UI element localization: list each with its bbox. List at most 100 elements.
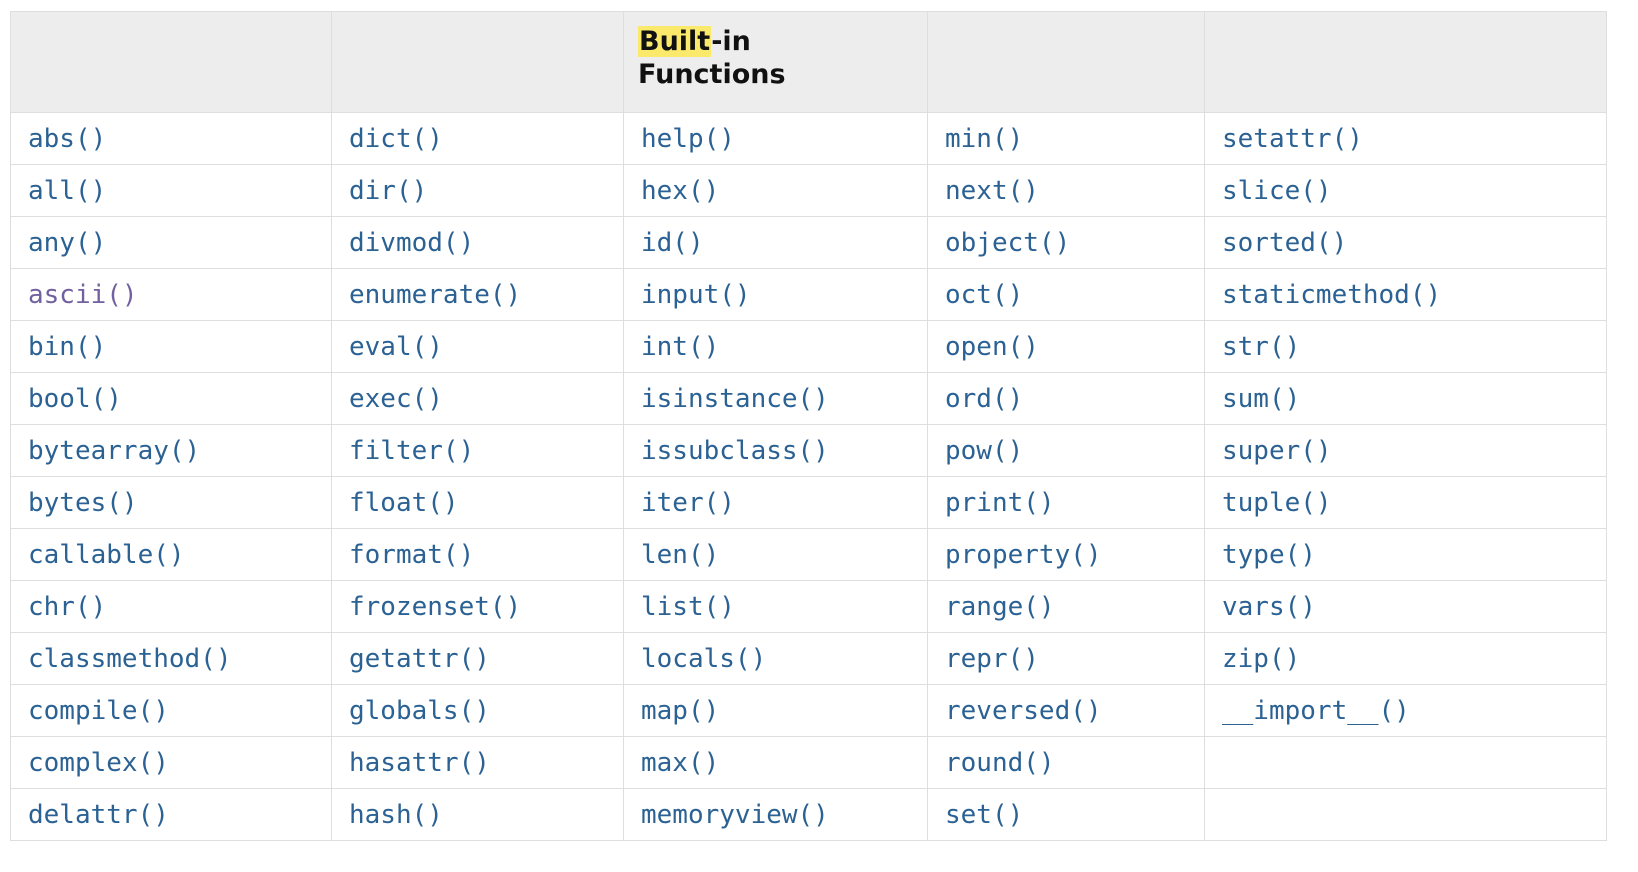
function-link[interactable]: hex() <box>641 175 720 206</box>
function-link[interactable]: format() <box>349 539 475 570</box>
function-link[interactable]: eval() <box>349 331 443 362</box>
function-link[interactable]: str() <box>1222 331 1301 362</box>
function-link[interactable]: int() <box>641 331 720 362</box>
empty-cell <box>1204 736 1607 789</box>
function-link[interactable]: bin() <box>28 331 107 362</box>
function-link[interactable]: exec() <box>349 383 443 414</box>
function-link[interactable]: repr() <box>945 643 1039 674</box>
function-link[interactable]: input() <box>641 279 751 310</box>
function-link[interactable]: bool() <box>28 383 122 414</box>
function-link[interactable]: any() <box>28 227 107 258</box>
function-link[interactable]: oct() <box>945 279 1024 310</box>
function-link[interactable]: iter() <box>641 487 735 518</box>
function-link[interactable]: range() <box>945 591 1055 622</box>
function-link[interactable]: dir() <box>349 175 428 206</box>
function-link[interactable]: frozenset() <box>349 591 522 622</box>
function-link[interactable]: locals() <box>641 643 767 674</box>
function-cell: chr() <box>10 580 332 633</box>
function-link[interactable]: hash() <box>349 799 443 830</box>
function-cell: bin() <box>10 320 332 373</box>
function-link[interactable]: slice() <box>1222 175 1332 206</box>
function-link[interactable]: globals() <box>349 695 490 726</box>
function-link[interactable]: sorted() <box>1222 227 1348 258</box>
function-link[interactable]: property() <box>945 539 1102 570</box>
function-cell: ascii() <box>10 268 332 321</box>
function-link[interactable]: callable() <box>28 539 185 570</box>
function-link[interactable]: __import__() <box>1222 695 1410 726</box>
function-cell: slice() <box>1204 164 1607 217</box>
function-link[interactable]: open() <box>945 331 1039 362</box>
function-link[interactable]: map() <box>641 695 720 726</box>
function-link[interactable]: hasattr() <box>349 747 490 778</box>
function-link[interactable]: ascii() <box>28 279 138 310</box>
function-link[interactable]: list() <box>641 591 735 622</box>
table-row: bool() exec() isinstance() ord() sum() <box>10 372 1607 425</box>
function-cell: id() <box>623 216 928 269</box>
function-cell: print() <box>927 476 1205 529</box>
function-cell: complex() <box>10 736 332 789</box>
function-cell: dict() <box>331 112 624 165</box>
function-link[interactable]: tuple() <box>1222 487 1332 518</box>
function-link[interactable]: enumerate() <box>349 279 522 310</box>
function-link[interactable]: help() <box>641 123 735 154</box>
header-cell-title: Built-in Functions <box>623 11 928 113</box>
function-link[interactable]: getattr() <box>349 643 490 674</box>
function-link[interactable]: round() <box>945 747 1055 778</box>
function-cell: divmod() <box>331 216 624 269</box>
function-link[interactable]: pow() <box>945 435 1024 466</box>
function-cell: max() <box>623 736 928 789</box>
table-row: classmethod() getattr() locals() repr() zip(… <box>10 632 1607 685</box>
function-link[interactable]: type() <box>1222 539 1316 570</box>
function-link[interactable]: classmethod() <box>28 643 232 674</box>
function-link[interactable]: issubclass() <box>641 435 829 466</box>
function-link[interactable]: bytes() <box>28 487 138 518</box>
function-link[interactable]: reversed() <box>945 695 1102 726</box>
function-link[interactable]: id() <box>641 227 704 258</box>
function-link[interactable]: abs() <box>28 123 107 154</box>
function-link[interactable]: dict() <box>349 123 443 154</box>
function-link[interactable]: complex() <box>28 747 169 778</box>
function-link[interactable]: memoryview() <box>641 799 829 830</box>
function-cell: sum() <box>1204 372 1607 425</box>
function-cell: str() <box>1204 320 1607 373</box>
function-link[interactable]: isinstance() <box>641 383 829 414</box>
table-header-row: Built-in Functions <box>10 11 1607 113</box>
function-cell: oct() <box>927 268 1205 321</box>
function-cell: hasattr() <box>331 736 624 789</box>
function-link[interactable]: float() <box>349 487 459 518</box>
table-row: all() dir() hex() next() slice() <box>10 164 1607 217</box>
function-link[interactable]: next() <box>945 175 1039 206</box>
function-link[interactable]: bytearray() <box>28 435 201 466</box>
function-link[interactable]: setattr() <box>1222 123 1363 154</box>
function-link[interactable]: chr() <box>28 591 107 622</box>
function-link[interactable]: all() <box>28 175 107 206</box>
builtin-functions-table: Built-in Functions abs() dict() help() min(… <box>10 11 1607 841</box>
function-link[interactable]: set() <box>945 799 1024 830</box>
function-link[interactable]: len() <box>641 539 720 570</box>
table-body: abs() dict() help() min() setattr() all() dir(… <box>10 112 1607 841</box>
function-link[interactable]: ord() <box>945 383 1024 414</box>
header-cell-2 <box>331 11 624 113</box>
function-link[interactable]: print() <box>945 487 1055 518</box>
function-link[interactable]: divmod() <box>349 227 475 258</box>
table-row: compile() globals() map() reversed() __impor… <box>10 684 1607 737</box>
header-cell-4 <box>927 11 1205 113</box>
function-link[interactable]: zip() <box>1222 643 1301 674</box>
title-highlight: Built <box>638 26 712 57</box>
function-link[interactable]: compile() <box>28 695 169 726</box>
function-link[interactable]: vars() <box>1222 591 1316 622</box>
function-cell: repr() <box>927 632 1205 685</box>
function-link[interactable]: delattr() <box>28 799 169 830</box>
function-cell: pow() <box>927 424 1205 477</box>
function-link[interactable]: filter() <box>349 435 475 466</box>
empty-cell <box>1204 788 1607 841</box>
function-link[interactable]: object() <box>945 227 1071 258</box>
function-cell: super() <box>1204 424 1607 477</box>
function-link[interactable]: min() <box>945 123 1024 154</box>
function-link[interactable]: max() <box>641 747 720 778</box>
function-link[interactable]: staticmethod() <box>1222 279 1442 310</box>
table-row: chr() frozenset() list() range() vars() <box>10 580 1607 633</box>
function-link[interactable]: super() <box>1222 435 1332 466</box>
function-cell: delattr() <box>10 788 332 841</box>
function-link[interactable]: sum() <box>1222 383 1301 414</box>
